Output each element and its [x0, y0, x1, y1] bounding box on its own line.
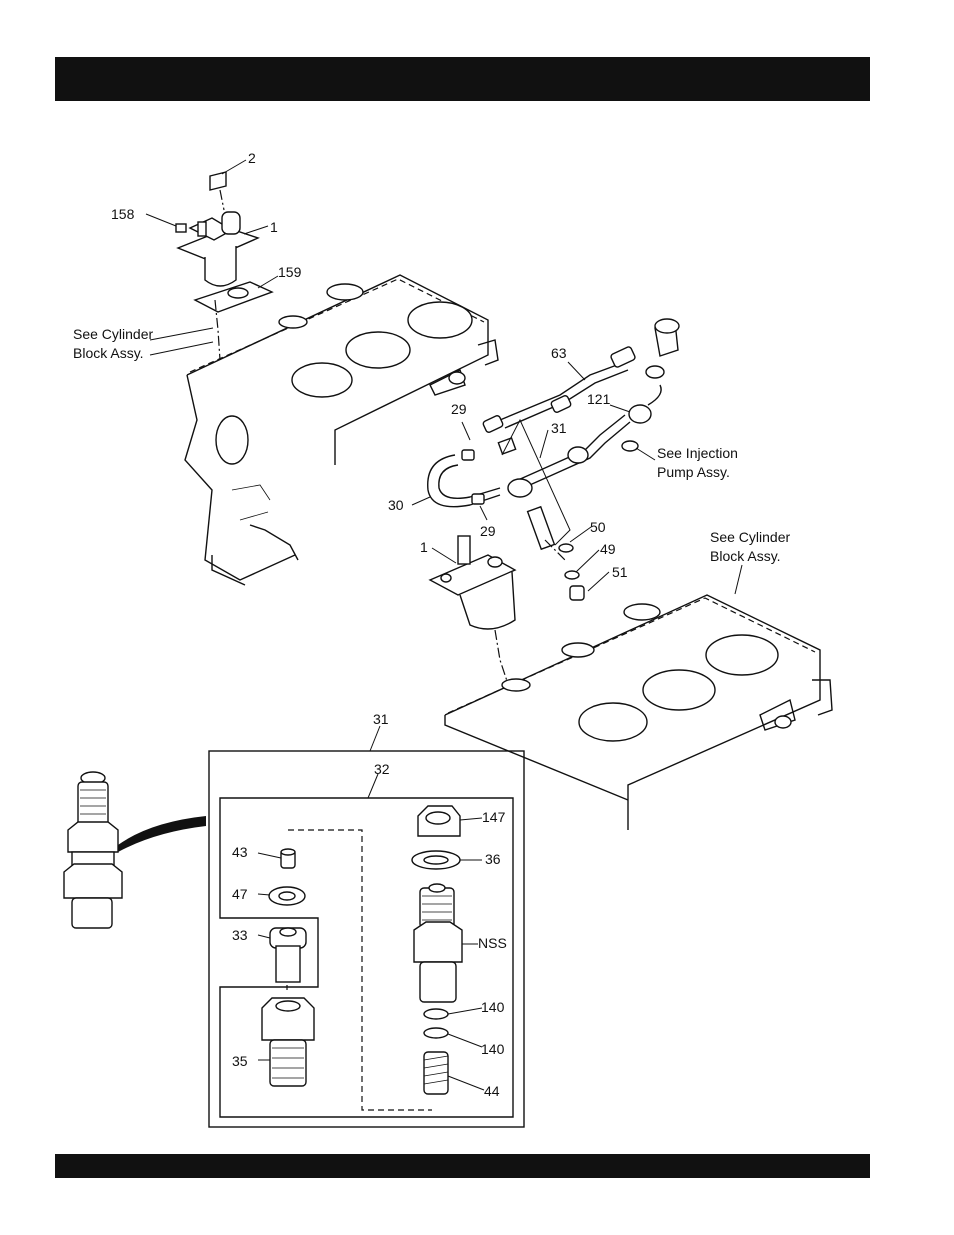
note-cylinder-block-right-line2: Block Assy.	[710, 548, 781, 564]
callout-43: 43	[232, 844, 248, 860]
callout-44: 44	[484, 1083, 500, 1099]
leader-arrow	[118, 816, 206, 852]
callout-33: 33	[232, 927, 248, 943]
note-injection-pump-line1: See Injection	[657, 445, 738, 461]
callout-2: 2	[248, 150, 256, 166]
callout-158: 158	[111, 206, 135, 222]
nozzle-parts-box	[209, 751, 524, 1127]
assembled-nozzle	[64, 772, 206, 928]
callout-140: 140	[481, 1041, 505, 1057]
callout-147: 147	[482, 809, 506, 825]
callout-31: 31	[373, 711, 389, 727]
injection-pump-mid	[430, 536, 515, 690]
callouts: 2 158 1 159 63 29 121 31 30 29 50 1 49 5…	[111, 150, 628, 1099]
callout-nss: NSS	[478, 935, 507, 951]
cylinder-block-left	[185, 275, 498, 585]
callout-1: 1	[420, 539, 428, 555]
callout-35: 35	[232, 1053, 248, 1069]
note-injection-pump-line2: Pump Assy.	[657, 464, 730, 480]
callout-1: 1	[270, 219, 278, 235]
callout-63: 63	[551, 345, 567, 361]
note-cylinder-block-right-line1: See Cylinder	[710, 529, 790, 545]
callout-36: 36	[485, 851, 501, 867]
callout-30: 30	[388, 497, 404, 513]
callout-32: 32	[374, 761, 390, 777]
callout-121: 121	[587, 391, 611, 407]
cylinder-block-right	[445, 595, 832, 830]
callout-140: 140	[481, 999, 505, 1015]
callout-159: 159	[278, 264, 302, 280]
callout-29: 29	[480, 523, 496, 539]
note-cylinder-block-left-line2: Block Assy.	[73, 345, 144, 361]
callout-31: 31	[551, 420, 567, 436]
callout-29: 29	[451, 401, 467, 417]
callout-50: 50	[590, 519, 606, 535]
callout-49: 49	[600, 541, 616, 557]
reference-notes: See Cylinder Block Assy. See Injection P…	[73, 326, 790, 564]
note-cylinder-block-left-line1: See Cylinder	[73, 326, 153, 342]
callout-51: 51	[612, 564, 628, 580]
callout-47: 47	[232, 886, 248, 902]
